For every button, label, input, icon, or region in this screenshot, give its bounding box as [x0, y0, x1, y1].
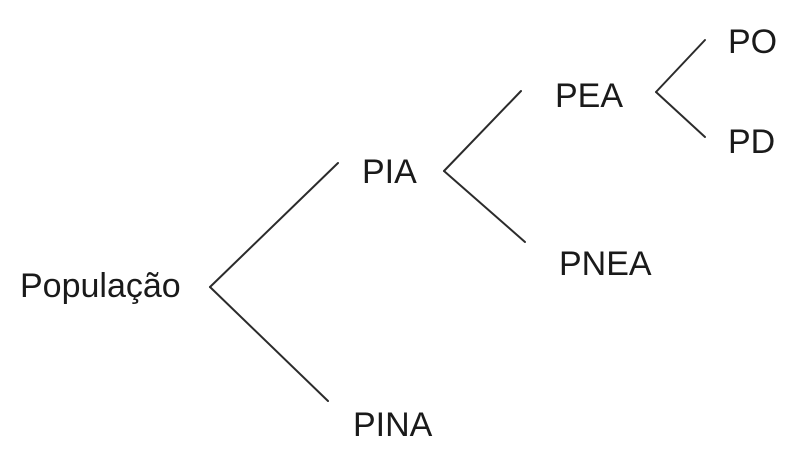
edge-pea-pd: [655, 91, 706, 138]
edge-populacao-pia: [209, 162, 339, 288]
edge-pia-pnea: [443, 170, 526, 243]
node-pea: PEA: [555, 77, 624, 115]
node-pnea: PNEA: [559, 245, 652, 283]
edge-pea-po: [655, 39, 706, 93]
node-pia: PIA: [362, 153, 417, 191]
edge-pia-pea: [443, 90, 522, 172]
node-pd: PD: [728, 123, 776, 161]
edge-populacao-pina: [209, 286, 329, 402]
node-populacao: População: [20, 267, 181, 305]
node-po: PO: [728, 23, 778, 61]
node-pina: PINA: [353, 406, 433, 444]
